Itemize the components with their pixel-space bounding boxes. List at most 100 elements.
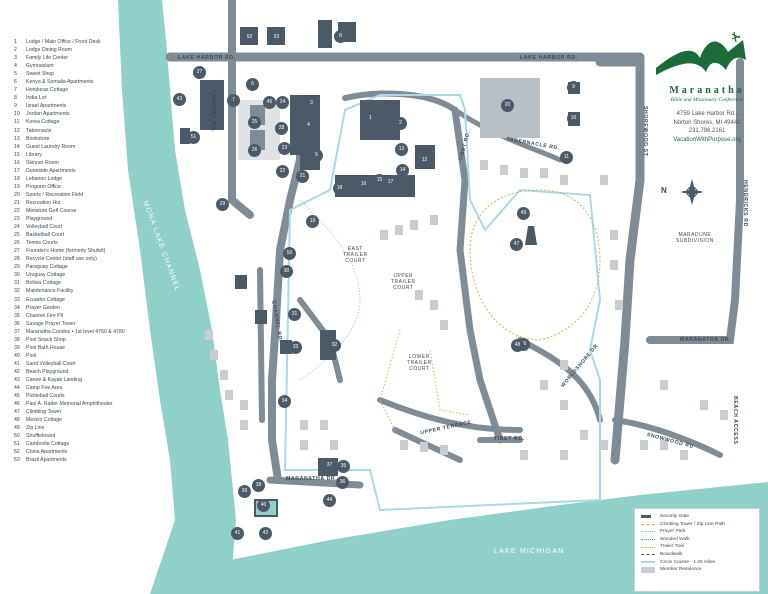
- location-name: Shuffleboard: [26, 433, 56, 440]
- location-number: 26: [14, 240, 20, 247]
- location-number: 39: [14, 344, 20, 351]
- climbing-tower: [525, 226, 537, 245]
- location-name: Lodge Dining Room: [26, 47, 72, 54]
- map-marker-12: 12: [418, 154, 431, 167]
- shorewood-st-label: SHOREWOOD ST: [642, 106, 648, 157]
- location-name: Founder's Home (formerly Shufelt): [26, 248, 106, 255]
- tibet-rd-south-label: TIBET RD.: [494, 436, 525, 442]
- location-number: 38: [14, 336, 20, 343]
- location-name: Tabernacle: [26, 127, 52, 134]
- map-marker-37: 37: [323, 459, 336, 472]
- location-number: 47: [14, 409, 20, 416]
- location-name: Jordan Apartments: [26, 111, 70, 118]
- location-name: Family Life Center: [26, 55, 69, 62]
- location-entry: 30 Uruguay Cottage: [14, 271, 164, 279]
- map-marker-21: 21: [296, 170, 309, 183]
- location-name: Uruguay Cottage: [26, 272, 66, 279]
- website-link[interactable]: VacationWithPurpose.org: [673, 136, 741, 143]
- map-marker-2: 2: [394, 117, 407, 130]
- address-line2: Norton Shores, MI 49441: [673, 119, 741, 126]
- key-swatch: [641, 566, 655, 573]
- location-name: Pool: [26, 352, 37, 359]
- location-number: 1: [14, 39, 17, 45]
- location-number: 5: [14, 71, 17, 78]
- location-name: Climbing Tower: [26, 409, 62, 416]
- map-marker-9: 9: [567, 81, 580, 94]
- map-marker-33: 33: [289, 341, 302, 354]
- location-name: Cambodia Cottage: [26, 441, 70, 448]
- key-label: Trailer Trail: [660, 544, 684, 550]
- location-number: 22: [14, 207, 20, 214]
- location-name: Sports / Recreation Field: [26, 191, 84, 198]
- map-marker-8: 8: [334, 30, 347, 43]
- location-name: China Apartments: [26, 449, 68, 456]
- location-name: Lebanon Lodge: [26, 175, 63, 182]
- channel-rd-north-label: CHANNEL RD.: [210, 90, 216, 133]
- map-marker-15: 15: [373, 174, 386, 187]
- location-name: Ecuador Cottage: [26, 296, 65, 303]
- map-marker-4: 4: [302, 119, 315, 132]
- roads: [165, 0, 744, 489]
- maranatha-logo: [656, 31, 746, 75]
- map-marker-30: 30: [280, 265, 293, 278]
- map-marker-1: 1: [364, 112, 377, 125]
- map-marker-7: 7: [227, 94, 240, 107]
- phone: 231.798.2161: [688, 128, 726, 135]
- location-number: 45: [14, 393, 20, 400]
- key-entry: Security Gate: [641, 513, 759, 521]
- location-number: 50: [14, 433, 20, 440]
- location-number: 42: [14, 368, 20, 375]
- map-marker-53: 53: [270, 31, 283, 44]
- location-name: Bolivia Cottage: [26, 280, 61, 287]
- location-number: 4: [14, 63, 17, 70]
- location-number: 15: [14, 151, 20, 158]
- key-label: Member Residence: [660, 567, 702, 573]
- location-number: 41: [14, 360, 20, 367]
- location-number: 24: [14, 224, 20, 231]
- circle-course-path: [283, 94, 602, 512]
- map-marker-28: 28: [275, 122, 288, 135]
- prayer-path: [299, 199, 361, 381]
- location-number: 30: [14, 272, 20, 279]
- location-number: 51: [14, 441, 20, 448]
- location-number: 46: [14, 401, 20, 408]
- map-marker-43: 43: [173, 93, 186, 106]
- key-label: Circle Course - 1.25 miles: [660, 559, 716, 565]
- key-entry: Wooded Walk: [641, 536, 759, 544]
- location-number: 7: [14, 87, 17, 94]
- upper-trailer-court-label: UPPER TRAILER COURT: [391, 273, 416, 291]
- key-swatch: [641, 523, 655, 525]
- location-name: Prayer Garden: [26, 304, 61, 311]
- map-marker-14: 14: [396, 164, 409, 177]
- location-entry: 21 Recreation Hut: [14, 199, 164, 207]
- key-label: Boardwalk: [660, 551, 683, 557]
- map-marker-27: 27: [193, 66, 206, 79]
- beach-access-label: BEACH ACCESS: [732, 396, 738, 445]
- key-swatch: [641, 554, 655, 556]
- map-marker-3: 3: [305, 97, 318, 110]
- location-number: 8: [14, 95, 17, 102]
- location-number: 21: [14, 199, 20, 206]
- key-label: Security Gate: [660, 514, 690, 519]
- location-number: 14: [14, 143, 20, 150]
- location-name: Recreation Hut: [26, 199, 61, 206]
- location-name: Honduras Cottage: [26, 87, 69, 94]
